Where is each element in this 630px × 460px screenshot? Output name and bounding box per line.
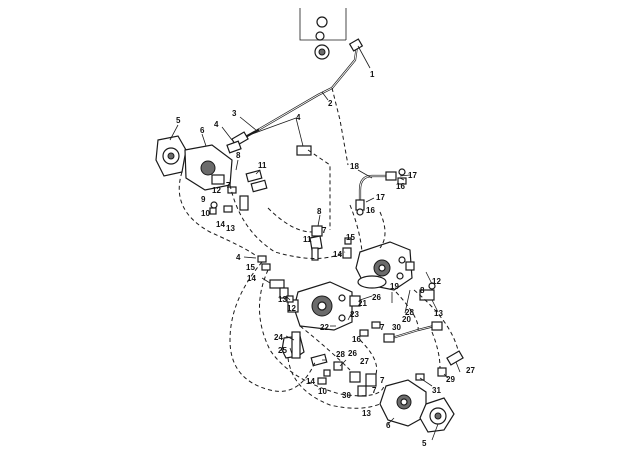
callout-13: 13 [278, 295, 287, 304]
callout-7: 7 [226, 181, 231, 190]
callout-12: 12 [212, 186, 221, 195]
callout-9: 9 [201, 195, 206, 204]
callout-16: 16 [352, 335, 361, 344]
callout-30: 30 [392, 323, 401, 332]
lower-right-pump [379, 379, 455, 433]
callout-11: 11 [258, 161, 267, 170]
callout-28: 28 [405, 308, 414, 317]
callout-5: 5 [422, 439, 427, 448]
top-right-hose [355, 168, 407, 216]
callout-14: 14 [333, 250, 342, 259]
rigid-tube [256, 38, 364, 132]
callout-14: 14 [306, 377, 315, 386]
callout-26: 26 [372, 293, 381, 302]
callout-12: 12 [432, 277, 441, 286]
callout-8: 8 [317, 207, 322, 216]
callout-30: 30 [342, 391, 351, 400]
engine-frame [299, 8, 347, 60]
callout-19: 19 [390, 282, 399, 291]
callout-4: 4 [214, 120, 219, 129]
callout-6: 6 [200, 126, 205, 135]
callout-13: 13 [434, 309, 443, 318]
callout-29: 29 [446, 375, 455, 384]
callout-22: 22 [320, 323, 329, 332]
callout-21: 21 [358, 299, 367, 308]
callout-7: 7 [372, 386, 377, 395]
callout-12: 12 [287, 304, 296, 313]
left-pump [155, 135, 233, 191]
center-fitting [309, 225, 352, 261]
callout-23: 23 [350, 310, 359, 319]
mounting-bracket [281, 331, 305, 359]
callout-17: 17 [376, 193, 385, 202]
callout-4: 4 [236, 253, 241, 262]
callout-10: 10 [201, 209, 210, 218]
callout-28: 28 [336, 350, 345, 359]
callout-26: 26 [348, 349, 357, 358]
callout-2: 2 [328, 99, 333, 108]
callout-11: 11 [303, 235, 312, 244]
center-pump [287, 281, 361, 331]
callout-7: 7 [322, 226, 327, 235]
dashed-routing-lines [178, 87, 459, 409]
callout-5: 5 [176, 116, 181, 125]
callout-13: 13 [226, 224, 235, 233]
callout-10: 10 [318, 387, 327, 396]
left-mid-fittings [257, 255, 294, 303]
upper-right-pump [355, 241, 415, 291]
callout-27: 27 [360, 357, 369, 366]
callout-16: 16 [366, 206, 375, 215]
callout-17: 17 [408, 171, 417, 180]
callout-15: 15 [246, 263, 255, 272]
upper-hose-assembly [226, 128, 312, 156]
callout-3: 3 [232, 109, 237, 118]
leader-lines [169, 45, 461, 441]
callout-4: 4 [296, 113, 301, 122]
callout-7: 7 [380, 323, 385, 332]
callout-16: 16 [396, 182, 405, 191]
left-fittings [209, 169, 268, 215]
callout-6: 6 [386, 421, 391, 430]
callout-24: 24 [274, 333, 283, 342]
callout-14: 14 [247, 274, 256, 283]
callout-13: 13 [362, 409, 371, 418]
callout-15: 15 [346, 233, 355, 242]
callout-27: 27 [466, 366, 475, 375]
callout-31: 31 [432, 386, 441, 395]
callout-8: 8 [236, 151, 241, 160]
callout-1: 1 [370, 70, 375, 79]
callout-7: 7 [380, 376, 385, 385]
callout-numbers: 1 2 3 4 4 5 6 8 11 12 7 9 10 14 13 8 7 1… [176, 70, 475, 448]
callout-14: 14 [216, 220, 225, 229]
callout-8: 8 [420, 286, 425, 295]
callout-25: 25 [278, 346, 287, 355]
lower-right-hose [359, 321, 443, 343]
callout-20: 20 [402, 315, 411, 324]
callout-18: 18 [350, 162, 359, 171]
